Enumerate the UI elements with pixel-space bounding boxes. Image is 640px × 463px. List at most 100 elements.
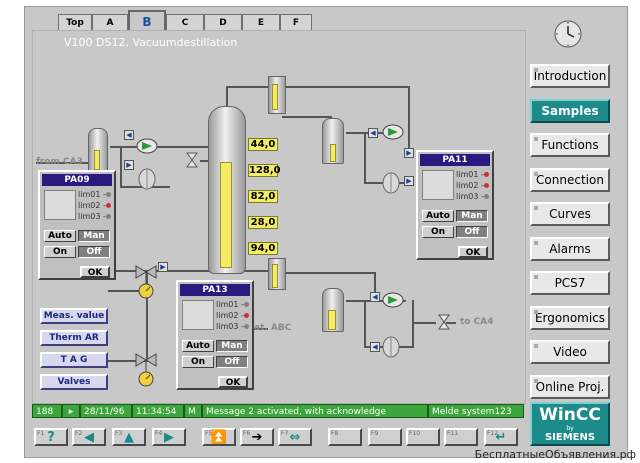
pipe	[36, 162, 90, 164]
on-button[interactable]: On	[422, 226, 454, 238]
status-system: Melde system123	[428, 404, 524, 418]
pump-icon[interactable]	[382, 124, 404, 140]
pipe	[244, 270, 274, 272]
tab-d[interactable]: D	[204, 14, 242, 30]
tab-c[interactable]: C	[166, 14, 204, 30]
tab-top[interactable]: Top	[58, 14, 92, 30]
menu-label: Curves	[549, 207, 591, 221]
ok-button[interactable]: OK	[80, 266, 110, 278]
left-key[interactable]: F2◀	[72, 428, 106, 446]
auto-button[interactable]: Auto	[182, 340, 214, 352]
auto-button[interactable]: Auto	[44, 230, 76, 242]
menu-samples[interactable]: Samples	[530, 99, 610, 123]
valve-icon[interactable]	[438, 314, 450, 330]
menu-ergonomics[interactable]: Ergonomics	[530, 306, 610, 330]
right-key[interactable]: F4▶	[152, 428, 186, 446]
tab-b[interactable]: B	[128, 10, 166, 31]
on-button[interactable]: On	[44, 246, 76, 258]
tab-e[interactable]: E	[242, 14, 280, 30]
jump-key[interactable]: F6➔	[240, 428, 274, 446]
meas-value-button[interactable]: Meas. value	[40, 308, 108, 324]
top-level-key[interactable]: F5⏫	[202, 428, 236, 446]
arrow-left-icon[interactable]: ◀	[368, 128, 378, 138]
pipe-label-to: to CA4	[460, 317, 494, 327]
menu-marker	[534, 137, 538, 141]
menu-marker	[534, 344, 538, 348]
menu-label: Ergonomics	[534, 311, 606, 325]
return-icon: ↵	[495, 430, 507, 445]
menu-alarms[interactable]: Alarms	[530, 237, 610, 261]
man-button[interactable]: Man	[456, 210, 488, 222]
menu-introduction[interactable]: Introduction	[530, 64, 610, 88]
on-button[interactable]: On	[182, 356, 214, 368]
arrow-left-icon[interactable]: ◀	[370, 342, 380, 352]
control-valve-icon[interactable]	[134, 264, 158, 300]
therm-ar-button[interactable]: Therm AR	[40, 330, 108, 346]
menu-functions[interactable]: Functions	[530, 133, 610, 157]
key-label: F6	[243, 430, 251, 437]
column-temp-2: 128,0	[248, 164, 281, 177]
man-button[interactable]: Man	[216, 340, 248, 352]
control-valve-icon[interactable]	[134, 352, 158, 388]
pump-icon[interactable]	[136, 138, 158, 154]
menu-marker	[534, 206, 538, 210]
faceplate-title: PA11	[420, 154, 490, 166]
man-button[interactable]: Man	[78, 230, 110, 242]
arrow-up-icon: ▲	[124, 430, 134, 445]
tab-f[interactable]: F	[280, 14, 312, 30]
menu-marker	[534, 68, 538, 72]
exchanger-icon[interactable]	[138, 168, 156, 190]
pump-icon[interactable]	[382, 292, 404, 308]
arrow-left-icon[interactable]: ◀	[124, 130, 134, 140]
arrow-right-icon[interactable]: ▶	[124, 160, 134, 170]
exchanger-icon	[422, 170, 454, 200]
function-key[interactable]: F10	[406, 428, 440, 446]
function-key[interactable]: F11	[444, 428, 478, 446]
menu-marker	[534, 310, 538, 314]
auto-button[interactable]: Auto	[422, 210, 454, 222]
clock-icon	[554, 20, 582, 48]
exchanger-icon[interactable]	[382, 336, 400, 358]
key-label: F12	[487, 430, 499, 437]
up-key[interactable]: F3▲	[112, 428, 146, 446]
valves-button[interactable]: Valves	[40, 374, 108, 390]
help-key[interactable]: F1?	[34, 428, 68, 446]
column-temp-3: 82,0	[248, 190, 278, 203]
key-label: F10	[409, 430, 421, 437]
off-button[interactable]: Off	[216, 356, 248, 368]
faceplate-pa13[interactable]: PA13 lim01 - lim02 - lim03 - Auto Man On…	[176, 280, 254, 390]
ok-button[interactable]: OK	[218, 376, 248, 388]
ok-button[interactable]: OK	[458, 246, 488, 258]
pipe	[146, 270, 148, 360]
faceplate-pa09[interactable]: PA09 lim01 - lim02 - lim03 - Auto Man On…	[38, 170, 116, 280]
tab-a[interactable]: A	[92, 14, 128, 30]
tag-button[interactable]: T A G	[40, 352, 108, 368]
function-key[interactable]: F8	[328, 428, 362, 446]
off-button[interactable]: Off	[78, 246, 110, 258]
arrow-left-icon[interactable]: ◀	[370, 292, 380, 302]
menu-curves[interactable]: Curves	[530, 202, 610, 226]
swap-key[interactable]: F7⇔	[278, 428, 312, 446]
return-key[interactable]: F12↵	[484, 428, 518, 446]
faceplate-title: PA09	[42, 174, 112, 186]
menu-video[interactable]: Video	[530, 340, 610, 364]
menu-connection[interactable]: Connection	[530, 168, 610, 192]
off-button[interactable]: Off	[456, 226, 488, 238]
vessel-level	[272, 264, 278, 288]
key-label: F1	[37, 430, 45, 437]
arrow-right-icon[interactable]: ▶	[404, 148, 414, 158]
vessel-mid[interactable]	[322, 118, 344, 164]
column-temp-4: 28,0	[248, 216, 278, 229]
arrow-right-icon[interactable]: ▶	[158, 262, 168, 272]
menu-online-proj[interactable]: Online Proj.	[530, 375, 610, 399]
faceplate-pa11[interactable]: PA11 lim01 - lim02 - lim03 - Auto Man On…	[416, 150, 494, 260]
key-label: F5	[205, 430, 213, 437]
key-label: F7	[281, 430, 289, 437]
pipe-label-from: from CA3	[36, 157, 83, 167]
arrow-right-icon[interactable]: ▶	[404, 176, 414, 186]
menu-pcs7[interactable]: PCS7	[530, 271, 610, 295]
function-key[interactable]: F9	[368, 428, 402, 446]
key-label: F3	[115, 430, 123, 437]
valve-icon[interactable]	[186, 152, 198, 168]
exchanger-icon[interactable]	[382, 172, 400, 194]
